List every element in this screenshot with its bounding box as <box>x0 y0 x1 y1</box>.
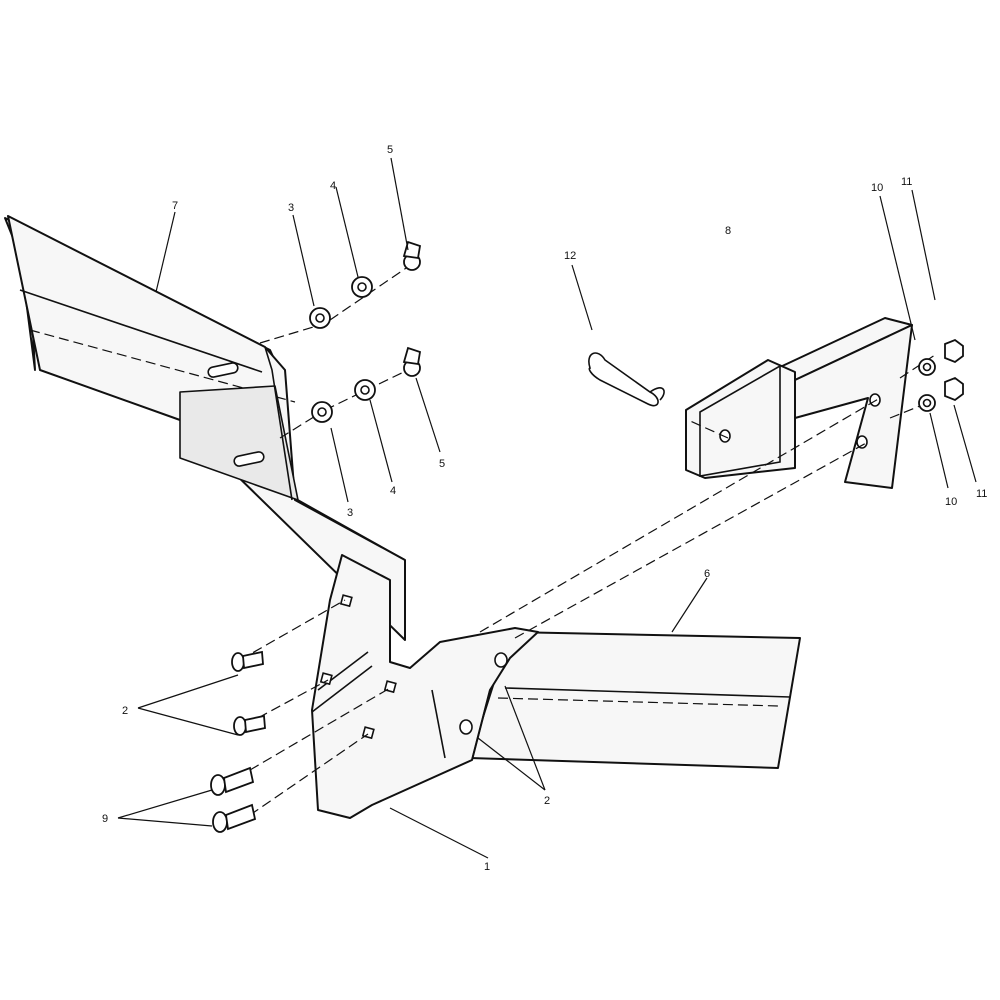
part-11-nut-upper <box>944 338 964 364</box>
part-9-bolt-lower <box>212 803 257 833</box>
part-10-washer-lower <box>918 394 936 412</box>
part-5-wing-nut-lower <box>402 346 422 377</box>
part-3-nut-lower <box>311 401 333 423</box>
callout-12: 12 <box>564 250 576 262</box>
part-3-nut-upper <box>309 307 331 329</box>
part-4-washer-lower <box>354 379 376 401</box>
callout-5-bottom: 5 <box>439 458 445 470</box>
slot-upper <box>207 362 239 378</box>
part-10-washer-upper <box>918 358 936 376</box>
callout-5-top: 5 <box>387 144 393 156</box>
part-2-carriage-bolt-lower <box>233 714 266 736</box>
callout-4-top: 4 <box>330 180 336 192</box>
part-1-bracket <box>311 554 539 819</box>
callout-3-top: 3 <box>288 202 294 214</box>
callout-10-top: 10 <box>871 182 883 194</box>
callout-labels: 7 3 4 5 5 4 3 12 8 10 11 10 11 6 2 2 9 1 <box>102 144 987 873</box>
part-5-wing-nut-upper <box>402 240 422 271</box>
callout-2-left: 2 <box>122 705 128 717</box>
callout-4-bottom: 4 <box>390 485 396 497</box>
callout-6: 6 <box>704 568 710 580</box>
slot-lower <box>233 451 265 467</box>
part-11-nut-lower <box>944 376 964 402</box>
callout-11-top: 11 <box>901 176 912 188</box>
callout-3-bottom: 3 <box>347 507 353 519</box>
part-7-upper-board <box>4 215 406 641</box>
part-2-carriage-bolt-upper <box>231 650 264 672</box>
callout-2-right: 2 <box>544 795 550 807</box>
callout-10-bottom: 10 <box>945 496 957 508</box>
callout-8: 8 <box>725 225 731 237</box>
callout-9: 9 <box>102 813 108 825</box>
part-12-hitch-pin-clip <box>588 352 665 407</box>
callout-7: 7 <box>172 200 178 212</box>
leader-lines <box>117 157 977 859</box>
part-6-lower-arm <box>469 631 801 769</box>
part-9-bolt-upper <box>210 766 255 796</box>
callout-11-bottom: 11 <box>976 488 987 500</box>
part-4-washer-upper <box>351 276 373 298</box>
part-8-hitch-assembly <box>685 317 913 489</box>
callout-1: 1 <box>484 861 490 873</box>
assembly-lines <box>239 261 936 816</box>
